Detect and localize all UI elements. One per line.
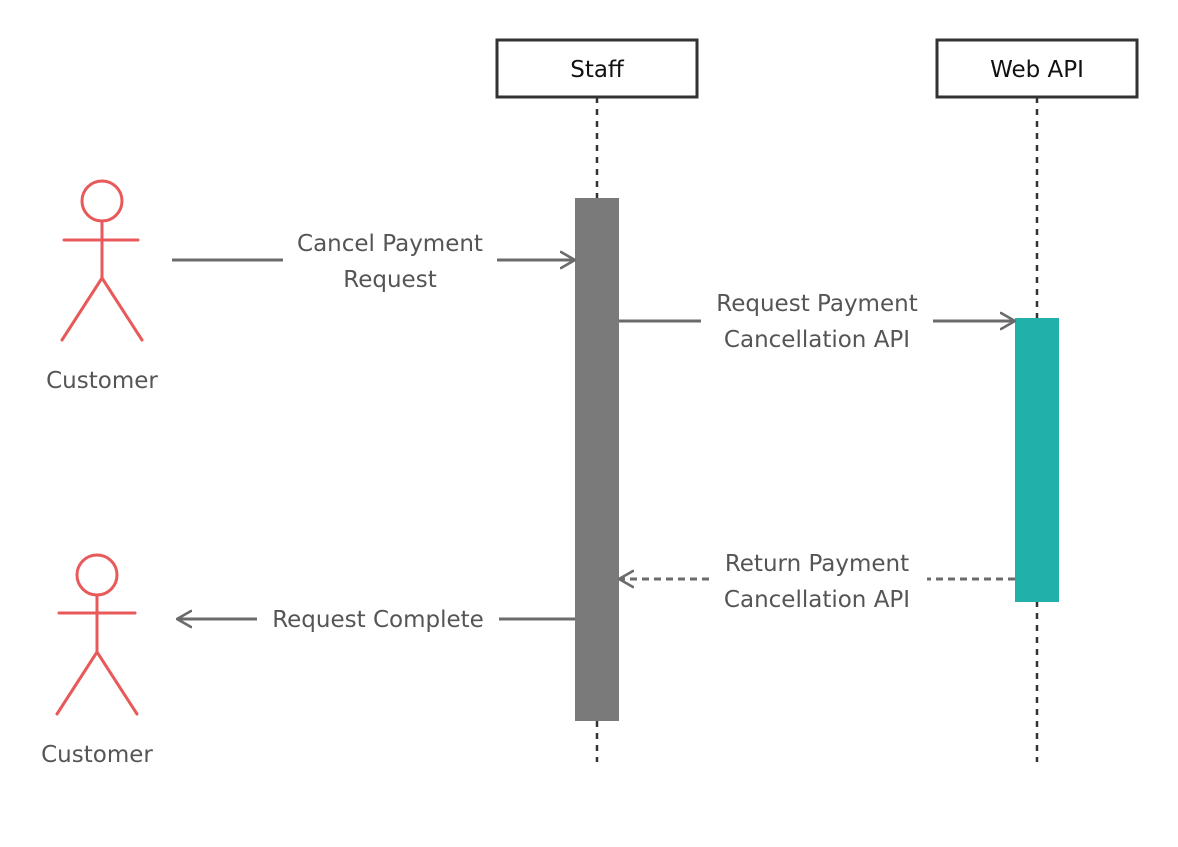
customer-actor-bottom[interactable] bbox=[55, 553, 139, 716]
message-request-complete-label: Request Complete bbox=[272, 607, 484, 633]
web-api-participant-label: Web API bbox=[990, 57, 1084, 83]
staff-participant-box[interactable]: Staff bbox=[495, 38, 699, 99]
web-api-activation-bar[interactable] bbox=[1015, 318, 1059, 602]
actor-head-icon bbox=[75, 553, 119, 597]
message-request-payment-cancellation-api-label-line2: Cancellation API bbox=[724, 327, 910, 353]
message-cancel-payment-request-label-line1: Cancel Payment bbox=[297, 231, 483, 257]
web-api-participant-box[interactable]: Web API bbox=[935, 38, 1139, 99]
message-request-payment-cancellation-api-label-line1: Request Payment bbox=[716, 291, 917, 317]
customer-actor-top[interactable] bbox=[60, 179, 144, 342]
message-return-payment-cancellation-api[interactable]: Return Payment Cancellation API bbox=[619, 551, 1015, 613]
message-cancel-payment-request-label-line2: Request bbox=[343, 267, 436, 293]
message-cancel-payment-request[interactable]: Cancel Payment Request bbox=[172, 231, 575, 293]
actor-head-icon bbox=[80, 179, 124, 223]
staff-activation-bar[interactable] bbox=[575, 198, 619, 721]
message-request-payment-cancellation-api[interactable]: Request Payment Cancellation API bbox=[619, 291, 1015, 353]
customer-actor-bottom-label: Customer bbox=[41, 742, 153, 768]
message-request-complete[interactable]: Request Complete bbox=[177, 607, 575, 633]
message-return-payment-cancellation-api-label-line1: Return Payment bbox=[725, 551, 909, 577]
message-return-payment-cancellation-api-label-line2: Cancellation API bbox=[724, 587, 910, 613]
staff-participant-label: Staff bbox=[570, 57, 625, 83]
customer-actor-top-label: Customer bbox=[46, 368, 158, 394]
